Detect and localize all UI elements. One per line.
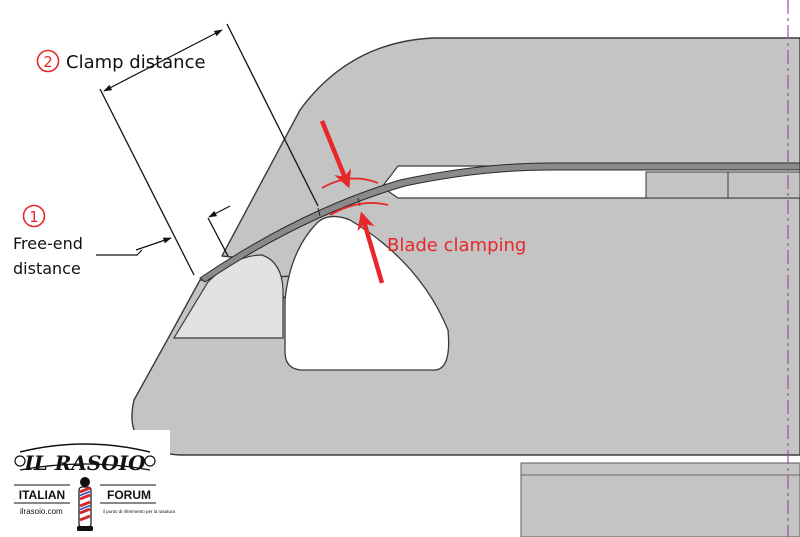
- clamp-distance-label: Clamp distance: [66, 52, 206, 73]
- clamp-number: 2: [43, 53, 53, 71]
- logo-title: IL RASOIO: [23, 451, 146, 475]
- free-end-leader: [96, 249, 143, 256]
- free-end-number-circle: [22, 204, 46, 228]
- free-end-label-line1: Free-end: [13, 234, 83, 253]
- blade-clamp-point-b: [317, 207, 321, 217]
- free-end-arrow-right: [208, 205, 231, 218]
- logo-tagline: il punto di riferimento per la rasatura: [103, 509, 176, 514]
- free-end-number: 1: [29, 208, 39, 226]
- clamp-number-circle: [36, 49, 60, 73]
- razor-blade: [199, 162, 800, 283]
- free-end-arrow-left: [135, 237, 172, 251]
- inner-cutout: [284, 215, 450, 371]
- clamp-dimension-line: [103, 29, 223, 92]
- il-rasoio-logo: IL RASOIO ITALIAN FORUM ilrasoio.com il …: [0, 430, 176, 537]
- slot-inner-block: [645, 171, 800, 199]
- logo-left-word: ITALIAN: [19, 488, 65, 502]
- blade-clamping-label: Blade clamping: [387, 235, 526, 256]
- free-end-label-line2: distance: [13, 259, 81, 278]
- clamp-extension-line-right: [226, 23, 319, 207]
- clamping-arrow-up: [357, 211, 385, 284]
- clamp-extension-line-left: [99, 88, 195, 276]
- barber-pole-icon: [77, 477, 93, 531]
- logo-site: ilrasoio.com: [20, 507, 63, 516]
- base-block: [520, 462, 800, 537]
- free-end-extension-line: [207, 217, 229, 257]
- clamping-arrow-down: [319, 120, 351, 189]
- logo-right-word: FORUM: [107, 488, 151, 502]
- clamping-arc-bottom: [329, 202, 389, 216]
